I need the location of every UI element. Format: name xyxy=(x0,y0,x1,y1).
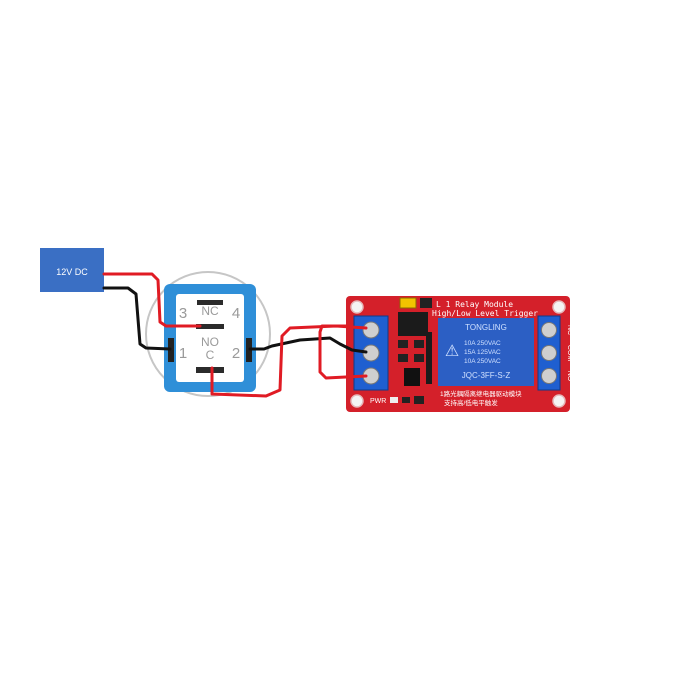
nc-contact-bar-lower xyxy=(196,324,224,329)
mount-hole-tl xyxy=(350,300,364,314)
chinese-label-2: 支持高/低电平触发 xyxy=(444,398,498,407)
jumper-header xyxy=(420,298,432,308)
pin-1-label: 1 xyxy=(179,345,187,362)
pwr-label: PWR xyxy=(370,398,386,405)
wires xyxy=(102,272,368,398)
relay-rating-1: 10A 250VAC xyxy=(464,340,501,347)
optocoupler-chip xyxy=(398,312,428,336)
wire-switch-to-relay-red-2 xyxy=(318,324,368,380)
transistor xyxy=(404,368,420,386)
pin-3-label: 3 xyxy=(179,305,187,322)
pin-2-label: 2 xyxy=(232,345,240,362)
pwr-led xyxy=(390,397,398,403)
terminal-label-no: NO xyxy=(566,371,573,382)
no-label: NO xyxy=(201,335,219,349)
module-title: L 1 Relay Module xyxy=(436,300,513,309)
nc-label: NC xyxy=(201,304,219,318)
common-label: C xyxy=(206,348,215,362)
wire-psu-negative xyxy=(102,286,172,351)
relay-cube xyxy=(438,318,534,386)
relay-brand: TONGLING xyxy=(465,323,507,332)
switch-face xyxy=(176,294,244,382)
output-screw-no xyxy=(541,368,557,384)
chinese-label-1: 1路光耦隔离继电器驱动模块 xyxy=(440,389,522,398)
output-screw-nc xyxy=(541,322,557,338)
smd-part-1 xyxy=(398,340,408,348)
wire-switch-to-relay-black xyxy=(248,336,368,354)
terminal-label-com: COM xyxy=(566,345,573,362)
smd-part-4 xyxy=(414,354,424,362)
pin-4-label: 4 xyxy=(232,305,240,322)
smd-part-3 xyxy=(398,354,408,362)
nc-contact-bar xyxy=(197,300,223,305)
wire-psu-positive xyxy=(102,272,202,328)
input-screw-1 xyxy=(362,321,380,339)
mount-hole-br xyxy=(552,394,566,408)
power-supply-box xyxy=(40,248,104,292)
power-supply-label: 12V DC xyxy=(56,267,88,277)
terminal-label-nc: NC xyxy=(566,325,573,335)
relay-module: L 1 Relay Module High/Low Level Trigger … xyxy=(346,296,573,412)
trigger-jumper xyxy=(399,297,417,309)
relay-rating-3: 10A 250VAC xyxy=(464,358,501,365)
no-contact-bar xyxy=(196,367,224,373)
smd-part-5 xyxy=(402,397,410,403)
relay-rating-2: 15A 125VAC xyxy=(464,349,501,356)
warning-triangle-icon: ⚠ xyxy=(445,343,459,360)
relay-model: JQC-3FF-S-Z xyxy=(462,371,511,380)
output-screw-com xyxy=(541,345,557,361)
diode xyxy=(426,332,432,384)
push-button-switch: 3 4 NC NO C 1 2 xyxy=(145,271,271,397)
mount-hole-bl xyxy=(350,394,364,408)
smd-part-6 xyxy=(414,396,424,404)
module-subtitle: High/Low Level Trigger xyxy=(432,309,538,318)
mount-hole-tr xyxy=(552,300,566,314)
smd-part-2 xyxy=(414,340,424,348)
